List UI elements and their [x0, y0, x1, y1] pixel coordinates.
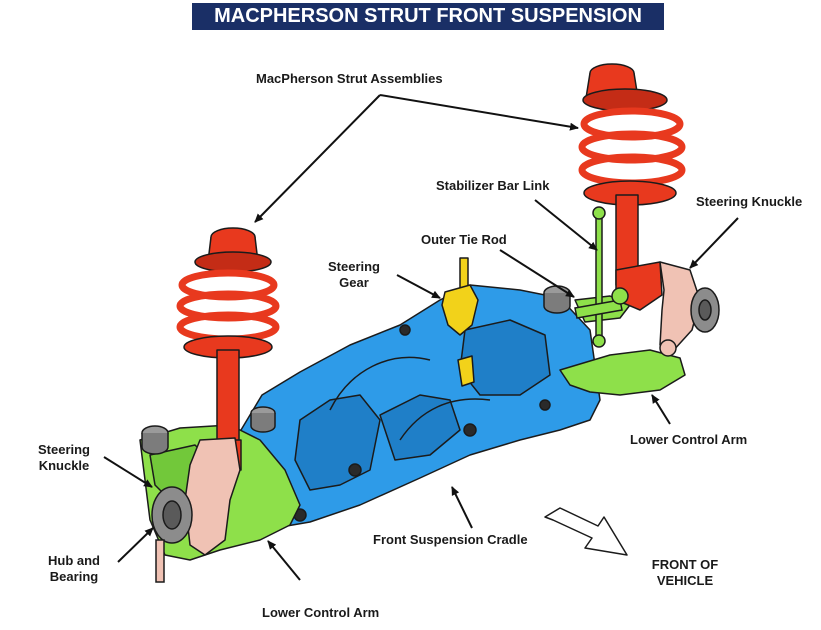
label-lower-control-arm-right: Lower Control Arm [630, 432, 748, 447]
leader-stabilizer-link [534, 199, 598, 251]
label-hub-and-bearing-line2: Bearing [49, 569, 99, 584]
left-strut-assembly-shape [176, 227, 280, 471]
label-stabilizer-bar-link: Stabilizer Bar Link [436, 178, 550, 193]
front-suspension-cradle [229, 284, 601, 529]
label-steering-gear-line2: Gear [339, 275, 369, 290]
label-steering-knuckle-right: Steering Knuckle [696, 194, 803, 209]
hub-and-bearing-right-shape [690, 287, 720, 333]
leader-strut-right [379, 94, 579, 131]
label-steering-gear-line1: Steering [327, 259, 380, 274]
leader-steering-gear [396, 274, 441, 299]
label-steering-knuckle-left-line2: Knuckle [38, 458, 90, 473]
bushings [141, 285, 571, 455]
label-front-suspension-cradle: Front Suspension Cradle [373, 532, 528, 547]
leader-lower-control-arm-right [651, 394, 671, 425]
label-lower-control-arm-bottom: Lower Control Arm [262, 605, 380, 620]
diagram-title: MACPHERSON STRUT FRONT SUSPENSION [192, 3, 664, 30]
stabilizer-bar-link-shape [574, 206, 629, 348]
hub-and-bearing-left-shape [151, 486, 193, 583]
leader-steering-knuckle-right [689, 217, 739, 269]
leader-lines [103, 94, 739, 581]
label-front-of-vehicle: FRONT OF VEHICLE [640, 557, 730, 589]
leader-steering-knuckle-left [103, 456, 153, 488]
label-macpherson-strut-assemblies: MacPherson Strut Assemblies [256, 71, 443, 86]
front-direction-arrow [544, 507, 628, 556]
label-steering-gear: Steering Gear [320, 259, 388, 291]
leader-cradle [451, 486, 473, 529]
label-hub-and-bearing-line1: Hub and [48, 553, 100, 568]
label-steering-knuckle-left: Steering Knuckle [28, 442, 100, 474]
steering-knuckle-right-shape [659, 261, 701, 357]
label-outer-tie-rod: Outer Tie Rod [421, 232, 507, 247]
label-front-of-vehicle-line1: FRONT OF [651, 557, 719, 572]
leader-hub-bearing [117, 527, 154, 563]
leader-lower-control-arm-bottom [267, 540, 301, 581]
steering-gear-shape [441, 257, 479, 387]
label-steering-knuckle-left-line1: Steering [37, 442, 90, 457]
label-front-of-vehicle-line2: VEHICLE [656, 573, 714, 588]
leader-strut-left [254, 94, 381, 223]
label-hub-and-bearing: Hub and Bearing [38, 553, 110, 585]
leader-outer-tie-rod [499, 249, 575, 298]
steering-knuckle-left-shape [184, 437, 241, 556]
